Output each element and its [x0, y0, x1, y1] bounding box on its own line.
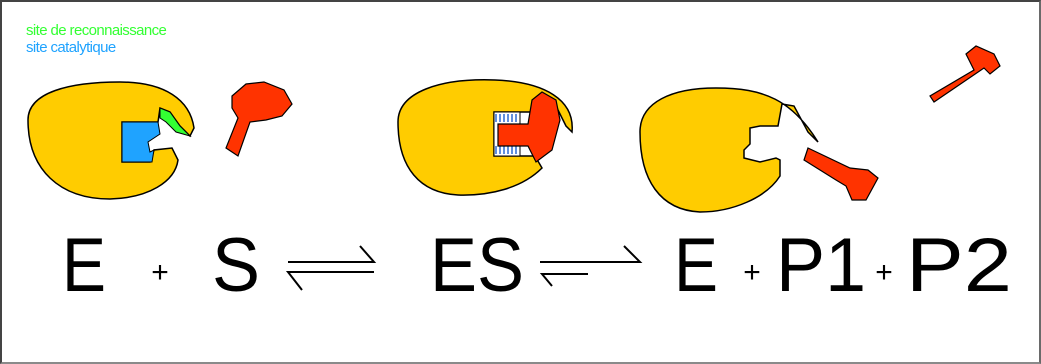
substrate-free [225, 81, 293, 157]
equation-enzyme-1: E [62, 223, 106, 308]
legend-recognition-site: site de reconnaissance [26, 22, 167, 39]
product-2 [929, 45, 1001, 103]
reversible-arrow-1 [285, 245, 377, 291]
arrow-backward-2 [539, 273, 588, 287]
reversible-arrow-2 [539, 245, 643, 287]
equation-enzyme-2: E [674, 223, 718, 308]
equation-product-2: P2 [906, 223, 1012, 308]
enzyme-substrate-complex [397, 79, 573, 196]
catalytic-site [121, 121, 161, 163]
product-1 [803, 147, 879, 201]
legend: site de reconnaissance site catalytique [26, 22, 167, 56]
legend-catalytic-site: site catalytique [26, 39, 116, 56]
equation-product-1: P1 [776, 223, 866, 308]
complex-site-hatching [495, 114, 517, 154]
equation-plus-3: + [875, 256, 893, 289]
enzyme-free [27, 81, 195, 200]
complex-substrate [497, 91, 561, 163]
arrow-forward-1 [288, 245, 377, 263]
equation-substrate: S [212, 223, 260, 308]
enzyme-released [639, 87, 819, 213]
arrow-backward-1 [285, 271, 374, 291]
arrow-forward-2 [540, 245, 643, 263]
equation-plus-1: + [151, 256, 169, 289]
enzyme-free-body [27, 81, 195, 200]
equation-complex: ES [430, 223, 524, 308]
recognition-site [159, 107, 192, 138]
enzyme-released-body [639, 87, 819, 213]
equation-plus-2: + [743, 256, 761, 289]
